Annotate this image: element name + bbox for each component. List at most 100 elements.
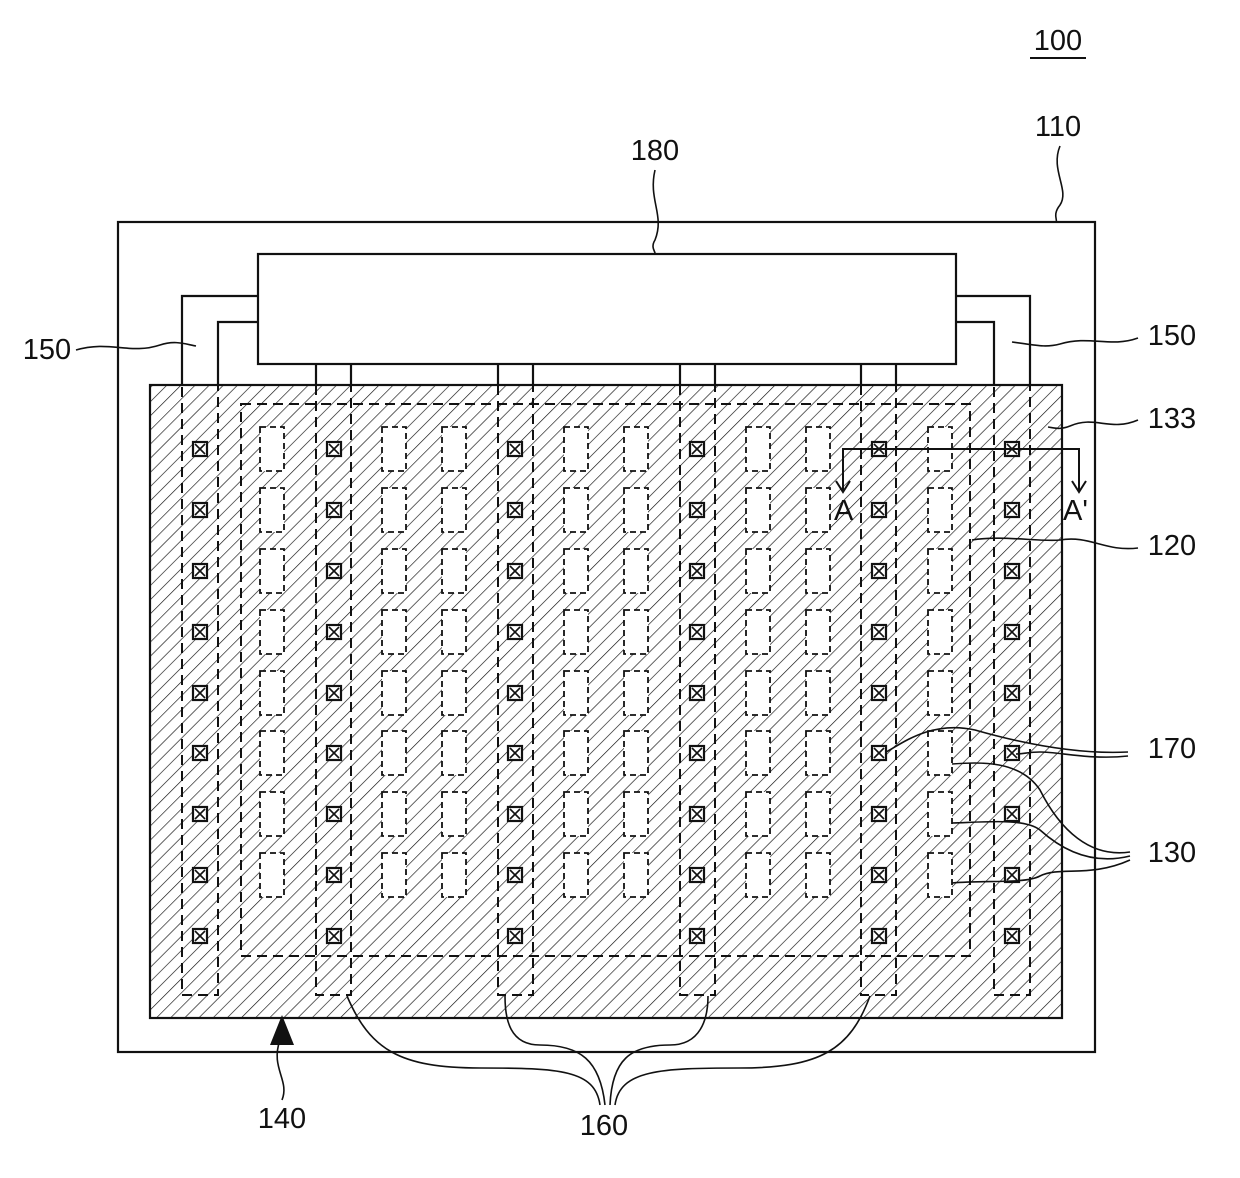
dashed-cell — [260, 427, 284, 471]
dashed-cell — [442, 671, 466, 715]
contact-via — [193, 929, 207, 943]
wire-left-outer — [182, 296, 258, 385]
contact-via — [193, 625, 207, 639]
dashed-cell — [806, 427, 830, 471]
dashed-cell — [382, 488, 406, 532]
dashed-cell — [928, 488, 952, 532]
contact-via — [327, 807, 341, 821]
label-140: 140 — [258, 1103, 306, 1135]
dashed-cell — [442, 610, 466, 654]
dashed-cell — [442, 792, 466, 836]
dashed-cell — [806, 671, 830, 715]
contact-via — [327, 625, 341, 639]
contact-via — [1005, 746, 1019, 760]
contact-via — [327, 442, 341, 456]
label-170: 170 — [1148, 733, 1196, 765]
dashed-cell — [806, 731, 830, 775]
contact-via — [872, 807, 886, 821]
contact-via — [193, 564, 207, 578]
leader-140 — [277, 1040, 284, 1100]
dashed-cell — [260, 610, 284, 654]
hatched-layer-133 — [150, 385, 1062, 1018]
contact-via — [690, 746, 704, 760]
chip-180 — [258, 254, 956, 364]
leader-180 — [653, 170, 658, 254]
contact-via — [872, 686, 886, 700]
dashed-cell — [928, 792, 952, 836]
contact-via — [508, 686, 522, 700]
dashed-cell — [442, 488, 466, 532]
contact-via — [1005, 503, 1019, 517]
contact-via — [193, 807, 207, 821]
dashed-cell — [624, 488, 648, 532]
label-180: 180 — [631, 135, 679, 167]
contact-via — [690, 686, 704, 700]
label-130: 130 — [1148, 837, 1196, 869]
contact-via — [1005, 564, 1019, 578]
dashed-cell — [442, 427, 466, 471]
dashed-cell — [260, 549, 284, 593]
contact-via — [508, 746, 522, 760]
contact-via — [690, 442, 704, 456]
section-label-a: A — [834, 495, 854, 527]
contact-via — [327, 929, 341, 943]
contact-via — [1005, 929, 1019, 943]
dashed-cell — [746, 853, 770, 897]
contact-via — [1005, 625, 1019, 639]
dashed-cell — [260, 853, 284, 897]
contact-via — [327, 868, 341, 882]
dashed-cell — [624, 671, 648, 715]
contact-via — [327, 686, 341, 700]
dashed-cell — [564, 549, 588, 593]
wire-left-inner — [218, 322, 258, 385]
contact-via — [1005, 807, 1019, 821]
dashed-cell — [624, 792, 648, 836]
dashed-cell — [624, 549, 648, 593]
label-150-right: 150 — [1148, 320, 1196, 352]
contact-via — [193, 503, 207, 517]
dashed-cell — [564, 792, 588, 836]
dashed-cell — [382, 731, 406, 775]
contact-via — [193, 686, 207, 700]
dashed-cell — [260, 792, 284, 836]
dashed-cell — [382, 610, 406, 654]
dashed-cell — [382, 792, 406, 836]
dashed-cell — [806, 549, 830, 593]
contact-via — [508, 929, 522, 943]
contact-via — [690, 503, 704, 517]
dashed-cell — [746, 792, 770, 836]
label-120: 120 — [1148, 530, 1196, 562]
contact-via — [508, 564, 522, 578]
dashed-cell — [564, 731, 588, 775]
contact-via — [872, 868, 886, 882]
dashed-cell — [624, 731, 648, 775]
dashed-cell — [928, 610, 952, 654]
dashed-cell — [564, 853, 588, 897]
contact-via — [508, 868, 522, 882]
contact-via — [872, 746, 886, 760]
contact-via — [872, 564, 886, 578]
contact-via — [690, 868, 704, 882]
dashed-cell — [442, 549, 466, 593]
dashed-cell — [928, 549, 952, 593]
dashed-cell — [382, 853, 406, 897]
dashed-cell — [564, 610, 588, 654]
wire-right-inner — [956, 322, 994, 385]
figure-ref-100: 100 — [1034, 25, 1082, 57]
dashed-cell — [928, 731, 952, 775]
dashed-cell — [746, 427, 770, 471]
contact-via — [872, 503, 886, 517]
dashed-cell — [564, 671, 588, 715]
label-150-left: 150 — [23, 334, 71, 366]
dashed-cell — [564, 488, 588, 532]
contact-via — [193, 442, 207, 456]
contact-via — [1005, 868, 1019, 882]
dashed-cell — [806, 792, 830, 836]
dashed-cell — [746, 488, 770, 532]
dashed-cell — [442, 853, 466, 897]
contact-via — [193, 868, 207, 882]
dashed-cell — [746, 610, 770, 654]
dashed-cell — [624, 853, 648, 897]
contact-via — [690, 929, 704, 943]
